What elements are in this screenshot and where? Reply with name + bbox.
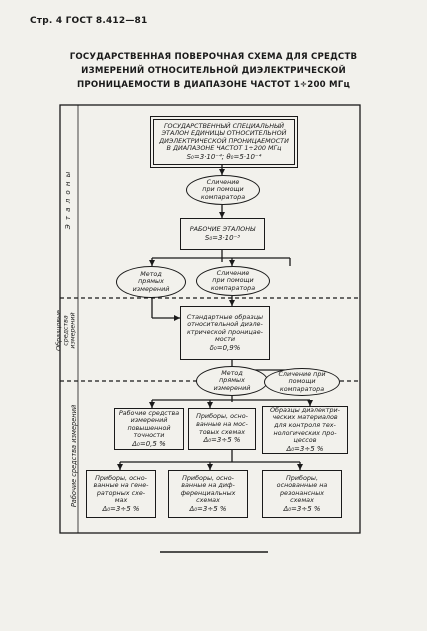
rabochie-sredstva-povyshennoy-box: Рабочие средства измерений повышенной то… — [114, 408, 184, 450]
node-text: Метод — [140, 269, 162, 278]
node-symbol: S₀=3·10⁻³ — [204, 233, 241, 242]
rabochie-etalony-box: РАБОЧИЕ ЭТАЛОНЫ S₀=3·10⁻³ — [180, 218, 265, 250]
pribory-generatornye-box: Приборы, осно- ванные на гене- раторных … — [86, 470, 156, 518]
node-text: РАБОЧИЕ ЭТАЛОНЫ — [189, 224, 256, 233]
node-text: В ДИАПАЗОНЕ ЧАСТОТ 1÷200 МГц — [166, 144, 282, 153]
node-text: нологических про- — [273, 428, 337, 437]
node-text: повышенной — [127, 423, 171, 432]
node-text: Сличение — [206, 177, 240, 186]
section-label-line: измерений — [69, 312, 77, 349]
node-symbol: δ₀=0,9% — [209, 343, 241, 352]
node-text: при помощи — [212, 276, 254, 285]
node-text: мости — [214, 335, 236, 344]
node-text: Приборы, осно- — [182, 473, 234, 482]
node-text: компаратора — [200, 192, 246, 201]
node-text: схемах — [290, 496, 314, 505]
node-text: Сличение — [216, 268, 250, 277]
node-symbol: Δ₀=3÷5 % — [189, 504, 227, 513]
node-text: ДИЭЛЕКТРИЧЕСКОЙ ПРОНИЦАЕМОСТИ — [159, 136, 289, 145]
obraztsy-dielektricheskih-box: Образцы диэлектри- ческих материалов для… — [262, 406, 348, 454]
node-text: для контроля тех- — [274, 420, 336, 429]
node-text: раторных схе- — [96, 488, 146, 497]
node-text: ЭТАЛОН ЕДИНИЦЫ ОТНОСИТЕЛЬНОЙ — [161, 129, 287, 138]
section-label-obraztsovye: Образцовые средства измерений — [56, 301, 77, 361]
node-text: Рабочие средства измерений — [118, 408, 180, 425]
node-text: товых схемах — [198, 427, 245, 436]
node-text: схемах — [196, 496, 220, 505]
node-text: точности — [133, 431, 165, 440]
node-text: Стандартные образцы — [186, 312, 264, 321]
node-text: основанные на — [276, 481, 328, 490]
title-line: ИЗМЕРЕНИЙ ОТНОСИТЕЛЬНОЙ ДИЭЛЕКТРИЧЕСКОЙ — [81, 66, 346, 76]
metod-pryamyh-oval-1: Метод прямых измерений — [116, 266, 186, 298]
standartnye-obraztsy-box: Стандартные образцы относительной диэле-… — [180, 306, 270, 360]
node-symbol: Δ₀=3÷5 % — [203, 436, 241, 445]
node-text: ференциальных — [180, 488, 236, 497]
metod-pryamyh-oval-2: Метод прямых измерений — [196, 366, 268, 396]
node-text: ванные на диф- — [181, 481, 235, 490]
node-text: ванные на гене- — [93, 481, 149, 490]
section-label-line: средства — [62, 315, 70, 346]
node-text: измерений — [132, 284, 170, 293]
node-symbol: Δ₀=0,5 % — [132, 439, 166, 448]
node-text: прямых — [219, 376, 245, 385]
node-text: цессов — [293, 436, 317, 445]
gos-etalon-box: ГОСУДАРСТВЕННЫЙ СПЕЦИАЛЬНЫЙ ЭТАЛОН ЕДИНИ… — [150, 116, 298, 168]
node-text: измерений — [213, 383, 251, 392]
node-text: компаратора — [279, 384, 325, 393]
node-text: ГОСУДАРСТВЕННЫЙ СПЕЦИАЛЬНЫЙ — [163, 121, 285, 130]
page-header: Стр. 4 ГОСТ 8.412—81 — [30, 16, 148, 26]
pribory-mostovye-box: Приборы, осно- ванные на мос- товых схем… — [188, 408, 256, 450]
node-text: ческих материалов — [272, 413, 338, 422]
node-symbol: Δ₀=3÷5 % — [286, 444, 324, 453]
title-line: ГОСУДАРСТВЕННАЯ ПОВЕРОЧНАЯ СХЕМА ДЛЯ СРЕ… — [69, 52, 358, 62]
node-text: Сличение при помощи — [278, 369, 326, 386]
node-text: Приборы, осно- — [95, 473, 147, 482]
pribory-differentsialnye-box: Приборы, осно- ванные на диф- ференциаль… — [168, 470, 248, 518]
node-symbol: Δ₀=3÷5 % — [283, 504, 321, 513]
node-text: ктрической проницае- — [187, 327, 263, 336]
page-title: ГОСУДАРСТВЕННАЯ ПОВЕРОЧНАЯ СХЕМА ДЛЯ СРЕ… — [20, 50, 407, 92]
node-text: мах — [114, 496, 128, 505]
node-symbol: Δ₀=3÷5 % — [102, 504, 140, 513]
node-text: Метод — [221, 368, 243, 377]
node-text: при помощи — [202, 185, 244, 194]
node-text: Приборы, осно- — [196, 412, 248, 421]
pribory-rezonansnye-box: Приборы, основанные на резонансных схема… — [262, 470, 342, 518]
section-label-rabochie: Рабочие средства измерений — [70, 404, 78, 508]
slichenie-oval-1: Сличение при помощи компаратора — [186, 175, 260, 205]
node-text: Образцы диэлектри- — [270, 405, 340, 414]
slichenie-oval-3: Сличение при помощи компаратора — [264, 368, 340, 396]
node-text: резонансных — [279, 488, 325, 497]
node-text: прямых — [138, 277, 164, 286]
node-text: Приборы, — [286, 473, 318, 482]
slichenie-oval-2: Сличение при помощи компаратора — [196, 266, 270, 296]
node-text: компаратора — [210, 283, 256, 292]
title-line: ПРОНИЦАЕМОСТИ В ДИАПАЗОНЕ ЧАСТОТ 1÷200 М… — [76, 80, 351, 90]
section-label-line: Образцовые — [55, 310, 63, 351]
node-symbol: S₀=3·10⁻⁴; θ₀=5·10⁻⁴ — [186, 152, 262, 161]
node-text: ванные на мос- — [196, 419, 248, 428]
section-label-etalony: Э т а л о н ы — [64, 170, 72, 230]
node-text: относительной диэле- — [187, 320, 263, 329]
